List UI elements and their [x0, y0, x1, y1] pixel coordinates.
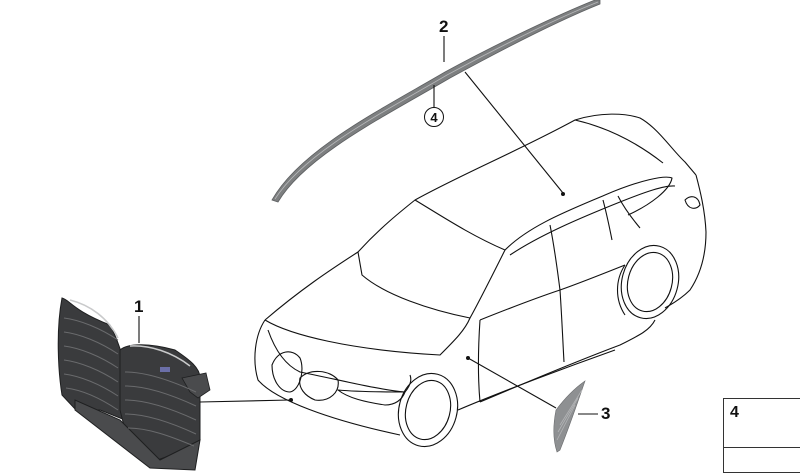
parts-legend: 4: [723, 398, 800, 473]
anchor-dots: [289, 192, 565, 402]
callout-4-circled[interactable]: 4: [424, 107, 444, 127]
car-outline: [254, 113, 707, 448]
callout-3[interactable]: 3: [601, 404, 611, 423]
roof-molding-strip: [271, 0, 601, 203]
legend-item-label: 4: [730, 404, 739, 421]
legend-item-nut[interactable]: 4: [724, 399, 800, 448]
callout-4-label: 4: [430, 109, 438, 125]
legend-item-fastener[interactable]: [724, 448, 800, 474]
leader-lines: [138, 36, 598, 415]
fender-badge-part: [553, 380, 586, 453]
callout-2[interactable]: 2: [439, 17, 449, 36]
callout-1[interactable]: 1: [134, 297, 144, 316]
kidney-grille-part: [57, 297, 211, 471]
